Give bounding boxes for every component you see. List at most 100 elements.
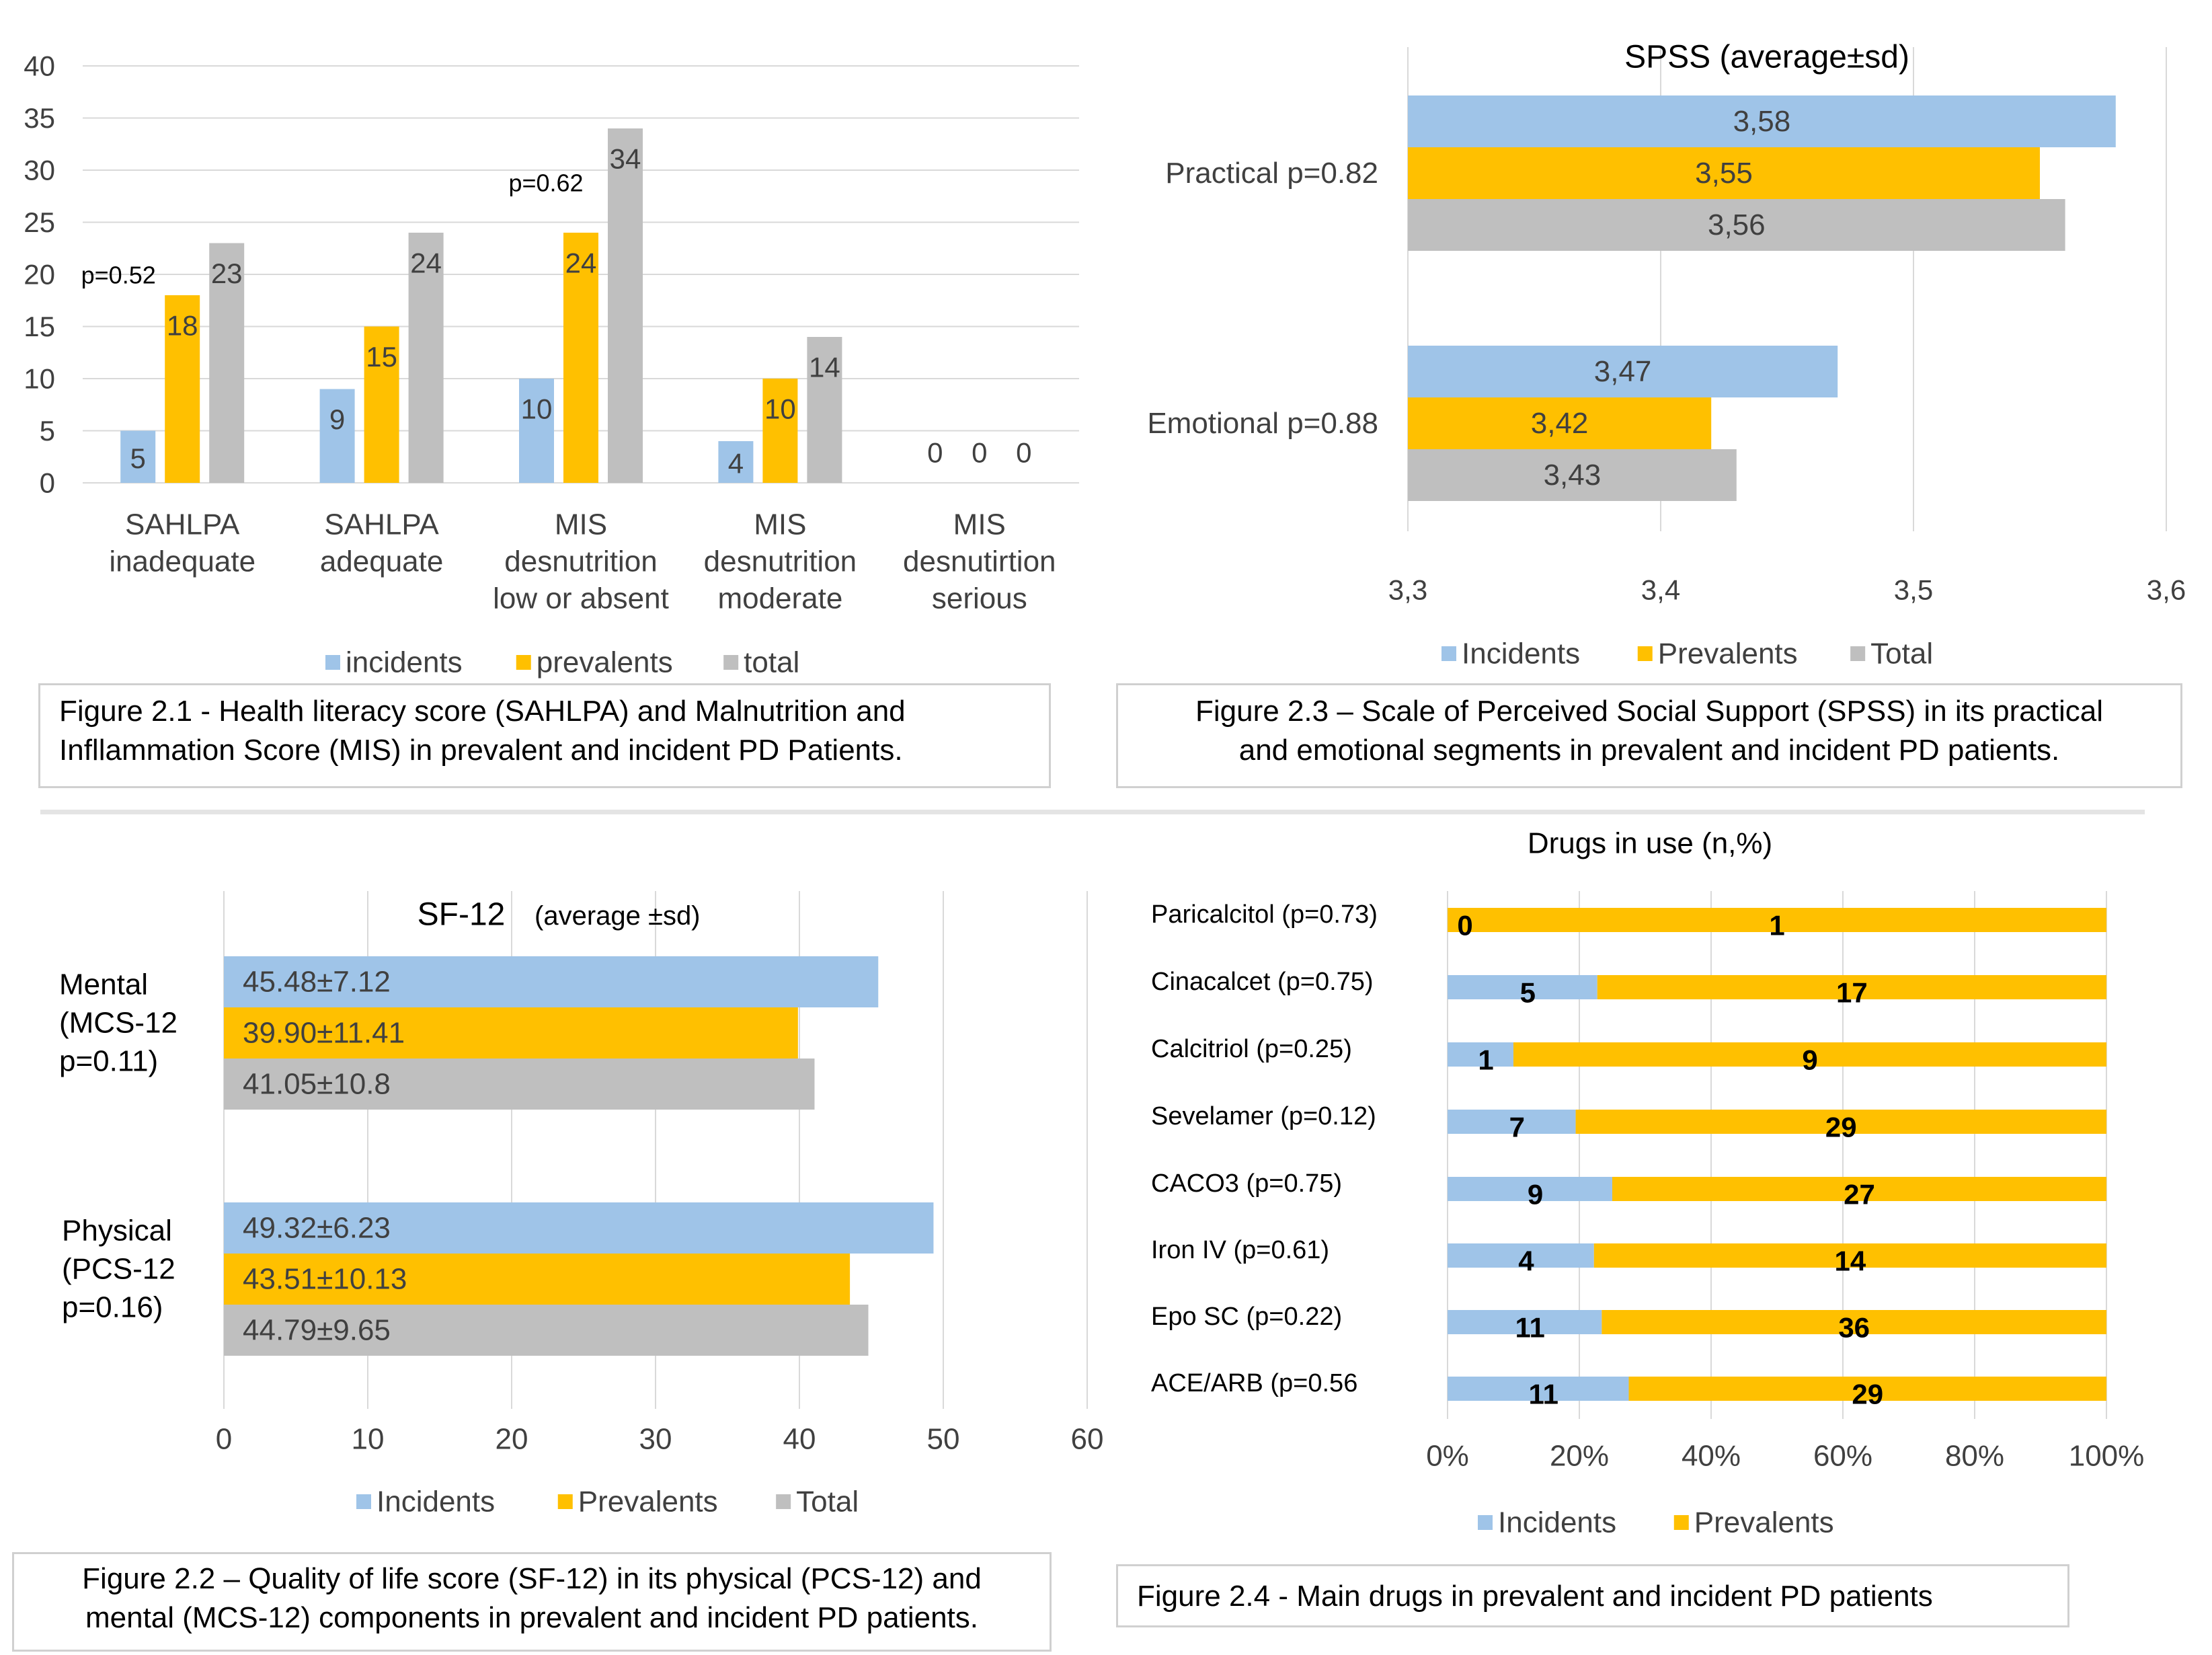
x-tick-label: 0 <box>216 1423 232 1456</box>
data-label: 0 <box>927 437 943 469</box>
bar-prevalents <box>364 326 399 483</box>
bar-Incidents <box>1448 1377 1629 1401</box>
bar-Total <box>224 1305 869 1356</box>
y-tick-label: 35 <box>24 102 55 134</box>
x-tick-label: MIS <box>953 508 1006 541</box>
bar-Incidents <box>224 956 879 1007</box>
caption-figure-2-1: Figure 2.1 - Health literacy score (SAHL… <box>38 683 1051 788</box>
bar-Prevalents <box>224 1007 798 1059</box>
chart-title: SF-12 <box>418 897 506 933</box>
x-tick-label: 3,6 <box>2147 574 2186 606</box>
data-label: 24 <box>565 247 597 279</box>
bar-Incidents <box>1448 1110 1576 1134</box>
data-label: 4 <box>728 448 744 479</box>
data-label: 7 <box>1509 1112 1525 1143</box>
caption-line: Figure 2.3 – Scale of Perceived Social S… <box>1195 695 2103 728</box>
bar-prevalents <box>563 233 598 483</box>
y-category-label: Sevelamer (p=0.12) <box>1151 1102 1376 1130</box>
legend-swatch <box>723 655 739 670</box>
bar-Incidents <box>1448 1042 1513 1067</box>
y-tick-label: 30 <box>24 155 55 186</box>
chart-title: SPSS (average±sd) <box>1624 40 1909 75</box>
x-tick-label: 3,3 <box>1388 574 1427 606</box>
x-tick-label: 20 <box>496 1423 528 1456</box>
data-label: 3,56 <box>1708 208 1766 241</box>
legend-swatch <box>356 1494 371 1509</box>
x-tick-label: desnutrition <box>504 545 657 578</box>
legend-label: Incidents <box>377 1486 495 1518</box>
x-tick-label: 3,4 <box>1641 574 1680 606</box>
y-category-label: Epo SC (p=0.22) <box>1151 1303 1342 1331</box>
x-tick-label: inadequate <box>109 545 255 578</box>
bar-Incidents <box>1448 975 1597 999</box>
data-label: 4 <box>1518 1245 1534 1277</box>
y-tick-label: 15 <box>24 311 55 342</box>
legend-label: total <box>744 646 799 679</box>
y-category-label: Cinacalcet (p=0.75) <box>1151 968 1374 996</box>
bar-Incidents <box>1448 1310 1602 1334</box>
bar-total <box>807 337 842 483</box>
data-label: 9 <box>1528 1179 1543 1210</box>
y-category-label: CACO3 (p=0.75) <box>1151 1169 1342 1198</box>
x-tick-label: MIS <box>754 508 806 541</box>
data-label: 9 <box>1802 1044 1817 1076</box>
caption-figure-2-4: Figure 2.4 - Main drugs in prevalent and… <box>1116 1564 2069 1627</box>
data-label: 41.05±10.8 <box>243 1068 391 1101</box>
data-label: 49.32±6.23 <box>243 1212 391 1245</box>
bar-incidents <box>319 389 355 483</box>
x-tick-label: 10 <box>352 1423 385 1456</box>
x-tick-label: 60 <box>1071 1423 1104 1456</box>
y-category-label: Emotional p=0.88 <box>1147 407 1378 440</box>
caption-line: Figure 2.4 - Main drugs in prevalent and… <box>1137 1580 1933 1613</box>
caption-line: Figure 2.2 – Quality of life score (SF-1… <box>82 1562 982 1595</box>
bar-incidents <box>519 379 554 483</box>
legend-swatch <box>325 655 340 670</box>
data-label: 10 <box>521 393 553 425</box>
legend-swatch <box>1441 646 1456 661</box>
legend-label: Incidents <box>1498 1506 1616 1539</box>
x-tick-label: 20% <box>1550 1440 1609 1473</box>
data-label: 5 <box>130 442 146 474</box>
caption-figure-2-2: Figure 2.2 – Quality of life score (SF-1… <box>12 1552 1052 1652</box>
chart-title: Drugs in use (n,%) <box>1528 827 1772 860</box>
x-tick-label: low or absent <box>493 582 669 615</box>
data-label: 0 <box>1457 910 1472 941</box>
bar-Prevalents <box>1597 975 2106 999</box>
y-tick-label: 5 <box>40 415 55 447</box>
bar-Prevalents <box>1513 1042 2106 1067</box>
x-tick-label: SAHLPA <box>125 508 240 541</box>
data-label: 17 <box>1836 977 1868 1009</box>
data-label: 11 <box>1529 1379 1558 1410</box>
data-label: 3,55 <box>1695 157 1753 190</box>
legend-swatch <box>1637 646 1653 661</box>
y-tick-label: 10 <box>24 363 55 395</box>
data-label: 15 <box>366 341 397 373</box>
y-category-label: Mental <box>59 968 148 1001</box>
x-tick-label: 40 <box>783 1423 816 1456</box>
bar-prevalents <box>762 379 798 483</box>
data-label: 44.79±9.65 <box>243 1314 391 1347</box>
data-label: 29 <box>1852 1379 1883 1410</box>
caption-line: Infllammation Score (MIS) in prevalent a… <box>59 734 903 767</box>
bar-Total <box>1408 449 1737 501</box>
legend-label: Prevalents <box>578 1486 718 1518</box>
data-label: 39.90±11.41 <box>243 1017 405 1050</box>
legend-label: Total <box>796 1486 859 1518</box>
data-label: 23 <box>211 258 243 289</box>
data-label: 27 <box>1844 1179 1875 1210</box>
y-tick-label: 0 <box>40 467 55 499</box>
y-category-label: Calcitriol (p=0.25) <box>1151 1035 1352 1063</box>
y-category-label: ACE/ARB (p=0.56 <box>1151 1369 1357 1397</box>
bar-Prevalents <box>1612 1177 2106 1201</box>
bar-Prevalents <box>1628 1377 2106 1401</box>
bar-Incidents <box>1448 1177 1612 1201</box>
x-tick-label: 60% <box>1813 1440 1872 1473</box>
y-category-label: (PCS-12 <box>62 1253 175 1286</box>
bar-Prevalents <box>1448 908 2106 932</box>
y-tick-label: 40 <box>24 50 55 82</box>
legend-swatch <box>516 655 531 670</box>
data-label: 3,43 <box>1544 459 1602 492</box>
data-label: 36 <box>1838 1312 1870 1344</box>
x-tick-label: adequate <box>320 545 444 578</box>
